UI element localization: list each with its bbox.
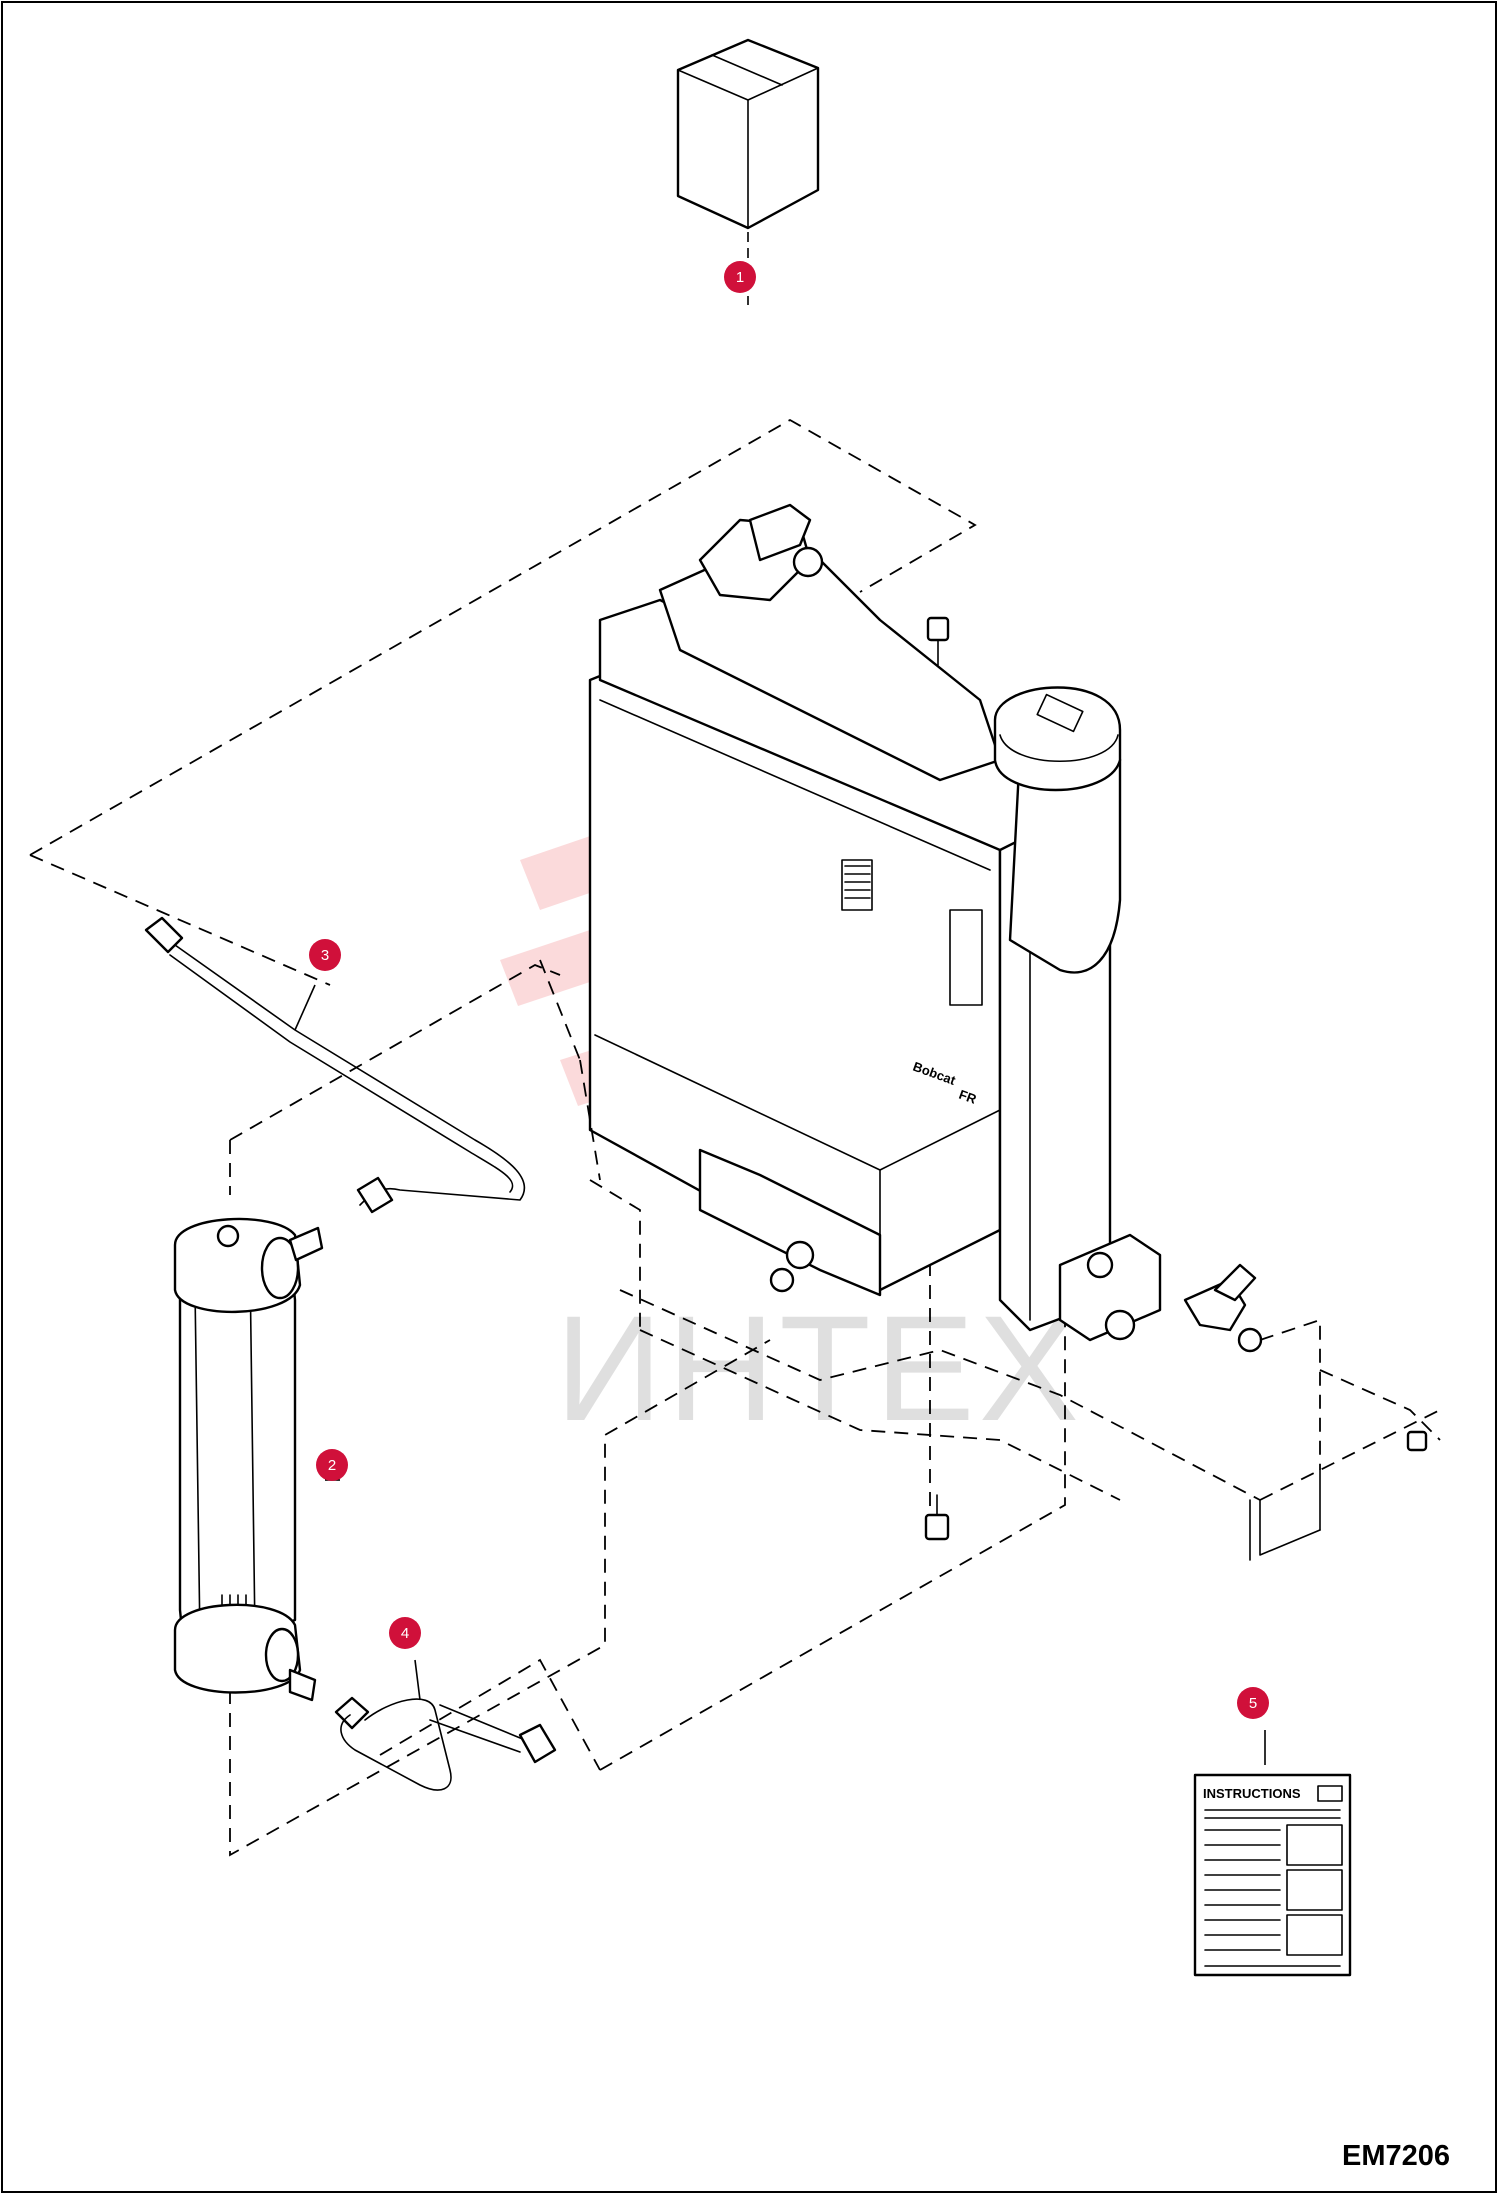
svg-text:4: 4 (401, 1625, 409, 1642)
callout-4[interactable]: 4 (389, 1617, 421, 1649)
radiator-assembly: Bobcat FR (539, 503, 1441, 1561)
oil-cooler (173, 1217, 324, 1702)
instructions-card: INSTRUCTIONS (1193, 1730, 1352, 1977)
callout-5[interactable]: 5 (1237, 1687, 1269, 1719)
upper-hose (144, 916, 526, 1214)
drawing-code: EM7206 (1342, 2140, 1450, 2172)
svg-text:2: 2 (328, 1457, 336, 1474)
lower-hose (334, 1659, 557, 1791)
callout-4-leader (414, 1659, 421, 1701)
instructions-card-title: INSTRUCTIONS (1203, 1786, 1301, 1801)
bolt-icon (1406, 1430, 1428, 1452)
callout-2[interactable]: 2 (316, 1449, 348, 1481)
callout-3[interactable]: 3 (309, 939, 341, 971)
bolt-icon (926, 616, 950, 666)
callout-3-leader (294, 984, 316, 1031)
bolt-icon (924, 1494, 950, 1541)
radiator-fr-label: FR (957, 1087, 979, 1107)
radiator-decal (949, 909, 983, 1006)
kit-box (676, 38, 820, 230)
svg-text:1: 1 (736, 269, 744, 286)
svg-text:3: 3 (321, 947, 329, 964)
radiator-grille (841, 859, 873, 911)
svg-text:5: 5 (1249, 1695, 1257, 1712)
watermark-text: ИНТЕХ (555, 1284, 1083, 1452)
book-icon (1317, 1785, 1343, 1802)
callout-1[interactable]: 1 (724, 261, 756, 293)
